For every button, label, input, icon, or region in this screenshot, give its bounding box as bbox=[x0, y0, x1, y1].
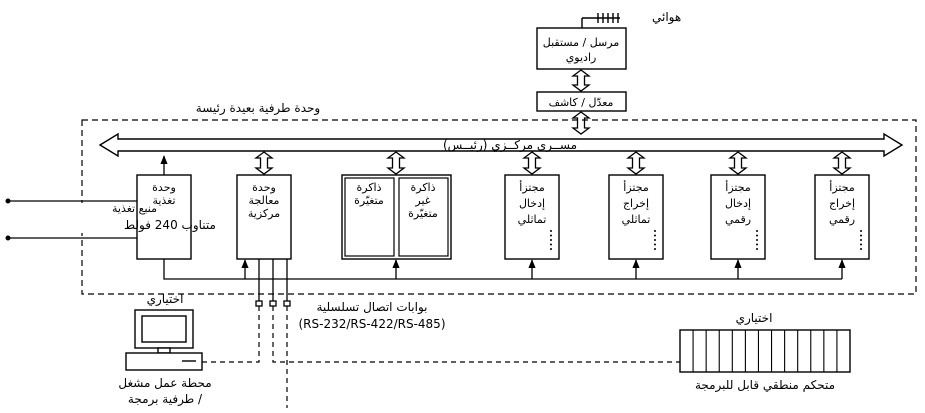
analog-output-label-3: تماثلي bbox=[622, 213, 651, 226]
power-source-line1: منبع تغذية bbox=[112, 202, 157, 215]
workstation-optional-label: اختياري bbox=[147, 292, 184, 307]
modem-label: معدّل / كاشف bbox=[549, 96, 614, 109]
ram-label-1: ذاكرة bbox=[356, 181, 381, 194]
channel-dot bbox=[756, 239, 758, 241]
channel-dot bbox=[860, 230, 862, 232]
analog-output-label-2: إخراج bbox=[623, 197, 649, 210]
analog-input-module: مجتزأ إدخال تماثلي bbox=[504, 174, 560, 260]
channel-dot bbox=[654, 230, 656, 232]
digital-input-label-2: إدخال bbox=[725, 197, 751, 210]
channel-dot bbox=[860, 248, 862, 250]
cpu-bus-arrow bbox=[254, 151, 274, 175]
plc-slots bbox=[692, 330, 838, 372]
channel-dot bbox=[550, 248, 552, 250]
bus-label: مســرى مركــزي (رئيــس) bbox=[443, 138, 577, 153]
radio-label-line1: مرسل / مستقبل bbox=[543, 36, 620, 49]
radio-label-line2: راديوي bbox=[566, 51, 597, 64]
computer-icon bbox=[125, 309, 203, 371]
channel-dot bbox=[550, 234, 552, 237]
rom-box bbox=[398, 177, 449, 257]
radio-box bbox=[536, 27, 627, 70]
rtu-title: وحدة طرفية بعيدة رئيسة bbox=[196, 101, 320, 116]
channel-dot bbox=[756, 248, 758, 250]
workstation-label-1: محطة عمل مشغل bbox=[118, 376, 211, 390]
modem-bus-link-arrow bbox=[571, 111, 591, 135]
digital-output-module: مجتزأ إخراج رقمي bbox=[814, 174, 870, 260]
channel-dot bbox=[654, 248, 656, 250]
power-arrow-group bbox=[241, 259, 846, 279]
analog-output-bus-arrow bbox=[626, 151, 646, 175]
channel-dot bbox=[654, 243, 656, 246]
ram-box bbox=[344, 177, 395, 257]
analog-output-module: مجتزأ إخراج تماثلي bbox=[608, 174, 664, 260]
cpu-label-2: معالجة bbox=[249, 194, 280, 207]
memory-bus-arrow bbox=[386, 151, 406, 175]
channel-dot bbox=[550, 243, 552, 246]
analog-input-label-1: مجتزأ bbox=[519, 180, 545, 194]
serial-ports-label-1: بوابات اتصال تسلسلية bbox=[317, 300, 428, 315]
digital-output-label-2: إخراج bbox=[829, 197, 855, 210]
io-channel-dots bbox=[550, 230, 862, 250]
analog-input-bus-arrow bbox=[522, 151, 542, 175]
antenna-label: هوائي bbox=[652, 10, 681, 25]
serial-port-lines bbox=[255, 259, 291, 307]
channel-dot bbox=[860, 239, 862, 241]
analog-input-label-2: إدخال bbox=[519, 197, 545, 210]
double-arrow-group bbox=[254, 69, 852, 175]
radio-modem-link-arrow bbox=[571, 69, 591, 92]
digital-output-bus-arrow bbox=[832, 151, 852, 175]
channel-dot bbox=[756, 230, 758, 232]
plc-box bbox=[679, 329, 851, 373]
digital-input-bus-arrow bbox=[728, 151, 748, 175]
channel-dot bbox=[860, 243, 862, 246]
rom-label-1: ذاكرة bbox=[410, 181, 435, 194]
digital-input-module: مجتزأ إدخال رقمي bbox=[710, 174, 766, 260]
channel-dot bbox=[654, 234, 656, 237]
analog-input-label-3: تماثلي bbox=[518, 213, 547, 226]
power-supply-label-1: وحدة bbox=[152, 181, 176, 194]
power-distribution-line bbox=[163, 259, 842, 280]
channel-dot bbox=[860, 234, 862, 237]
digital-output-label-1: مجتزأ bbox=[829, 180, 855, 194]
channel-dot bbox=[550, 239, 552, 241]
workstation-label-2: / طرفية برمجة bbox=[128, 392, 203, 407]
channel-dot bbox=[654, 239, 656, 241]
serial-port-dashes bbox=[200, 306, 680, 408]
power-supply-label-2: تغذية bbox=[152, 194, 175, 207]
channel-dot bbox=[756, 234, 758, 237]
channel-dot bbox=[756, 243, 758, 246]
plc-optional-label: اختياري bbox=[736, 311, 773, 326]
ram-label-2: متغيّرة bbox=[354, 194, 384, 207]
rom-label-3: متغيّرة bbox=[408, 207, 438, 220]
digital-input-label-1: مجتزأ bbox=[725, 180, 751, 194]
analog-output-label-1: مجتزأ bbox=[623, 180, 649, 194]
antenna-icon bbox=[581, 13, 620, 40]
serial-ports-label-2: (RS-232/RS-422/RS-485) bbox=[298, 317, 445, 331]
rom-label-2: غير bbox=[414, 194, 430, 207]
digital-output-label-3: رقمي bbox=[829, 213, 855, 226]
cpu-label-3: مركزية bbox=[248, 207, 280, 220]
digital-input-label-3: رقمي bbox=[725, 213, 751, 226]
plc-label: متحكم منطقي قابل للبرمجة bbox=[695, 378, 835, 393]
cpu-label-1: وحدة bbox=[252, 181, 276, 194]
modem-box bbox=[536, 91, 627, 112]
channel-dot bbox=[550, 230, 552, 232]
rtu-frame bbox=[81, 119, 917, 295]
cpu-box bbox=[236, 174, 292, 260]
power-source-line2: متناوب 240 فولط bbox=[124, 218, 216, 233]
